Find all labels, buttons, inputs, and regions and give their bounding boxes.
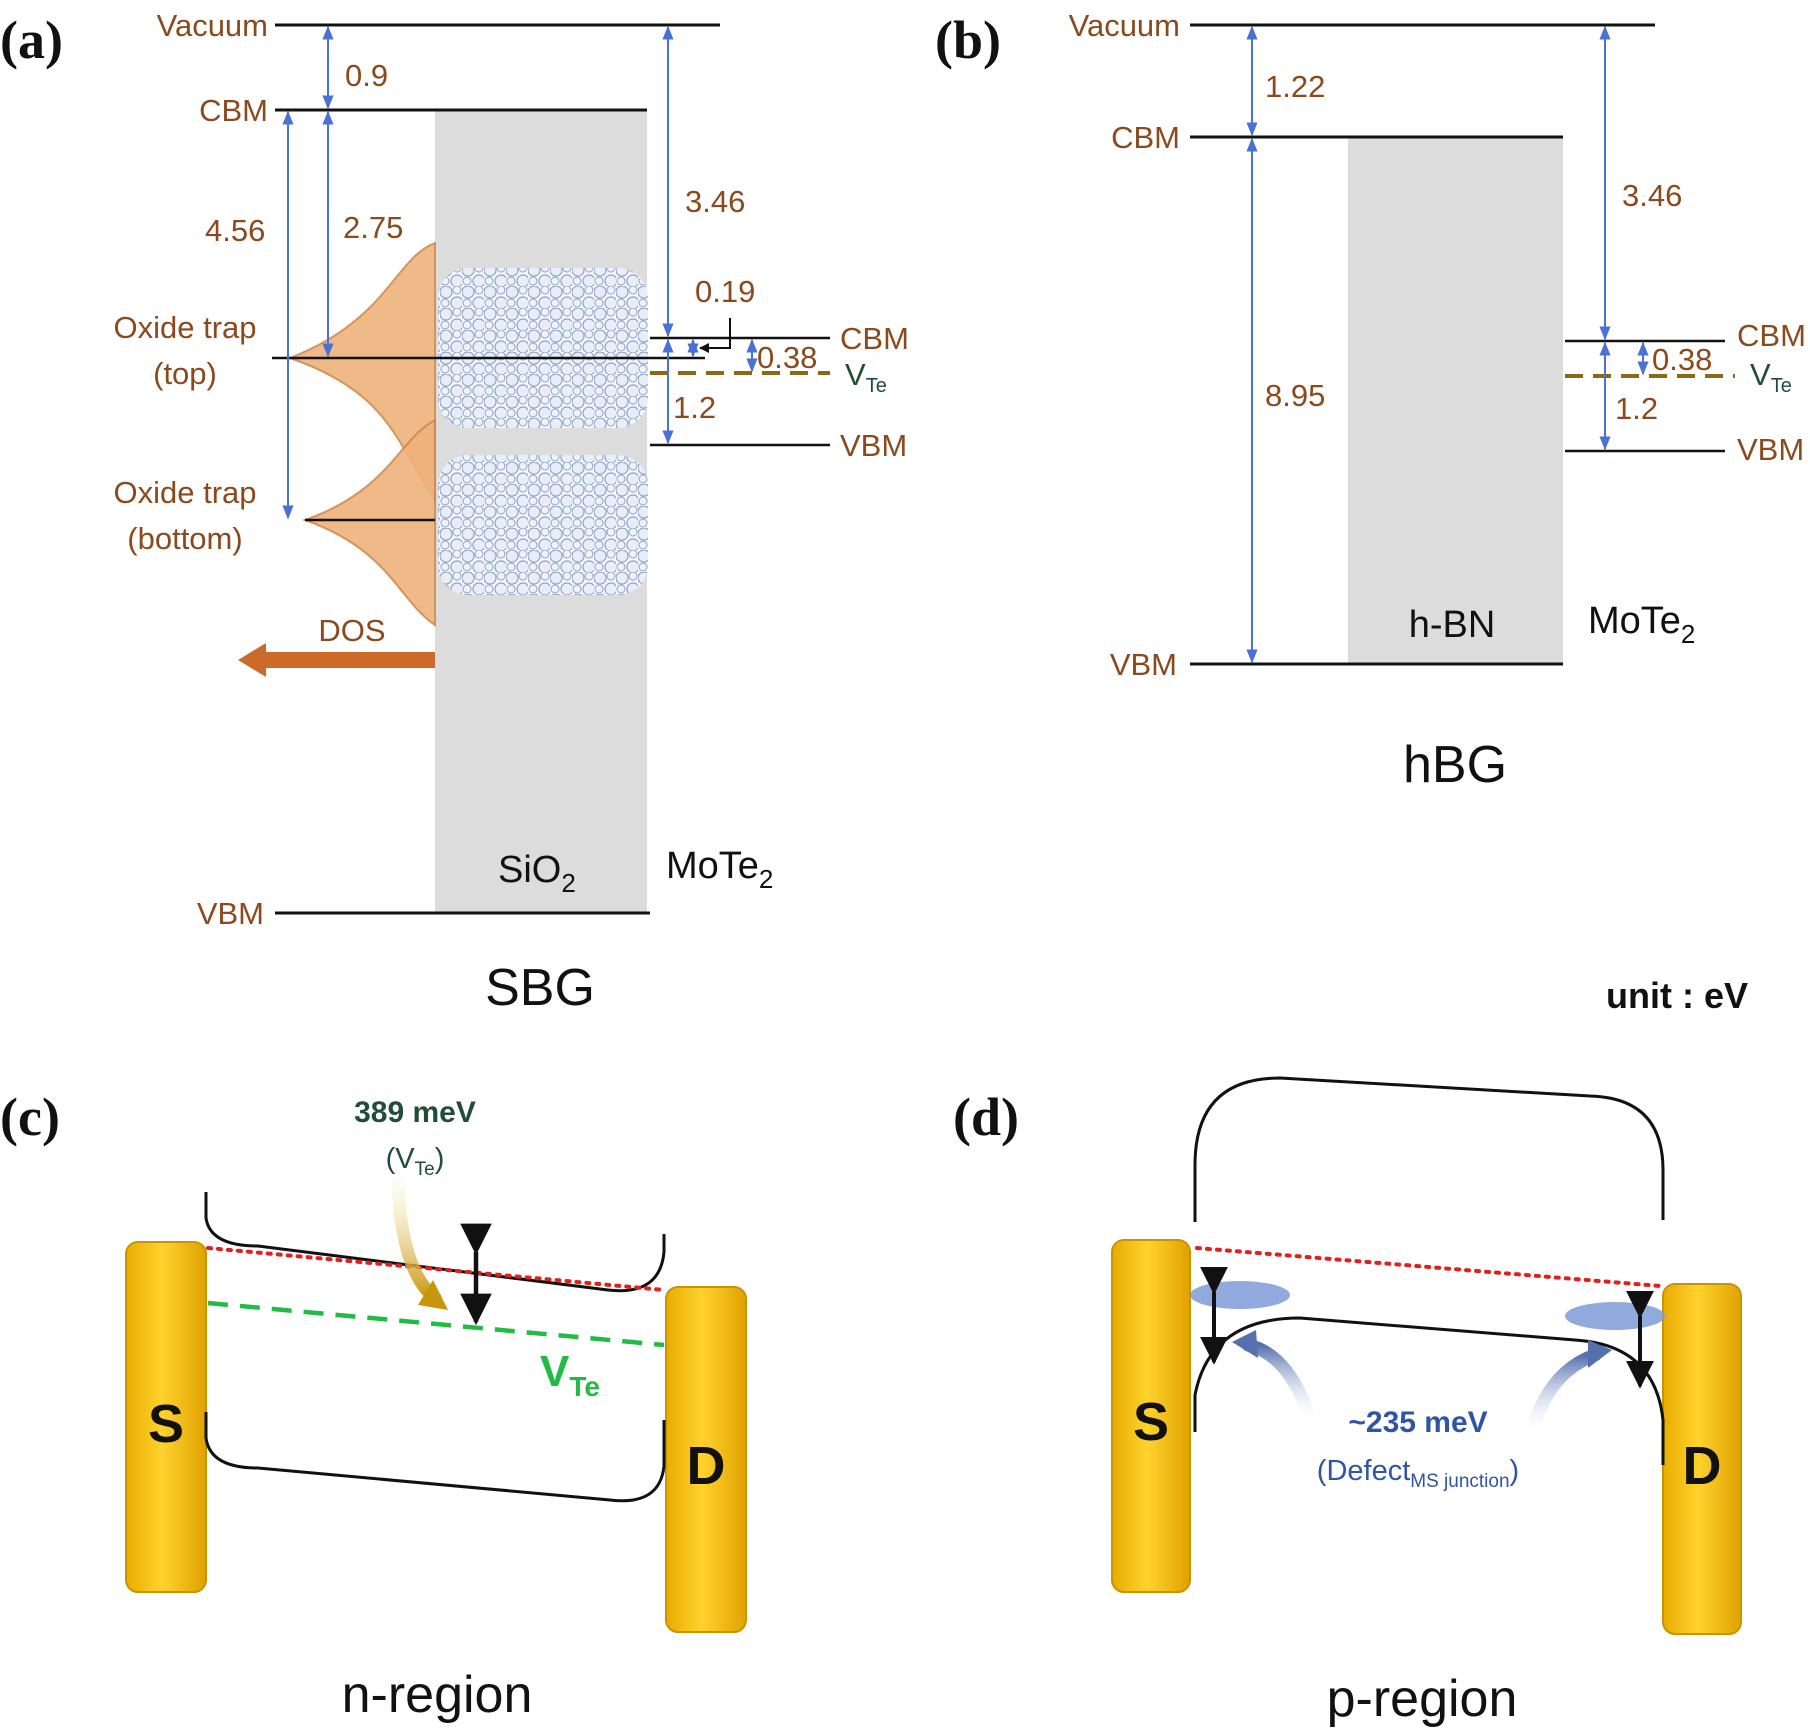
curl-arrow-d-right [1525,1348,1602,1439]
defect-state-left [1190,1281,1290,1309]
source-label-d: S [1133,1392,1169,1452]
panel-c: (c) 389 meV (VTe) VTe S D n-region [0,1087,747,1724]
vbm-label-a: VBM [197,896,264,931]
mote2-vbm-label-a: VBM [840,428,907,463]
trap-top-label-2: (top) [153,356,217,391]
hbn-label: h-BN [1409,604,1496,646]
fermi-level-c [206,1246,666,1292]
trap-top-label-1: Oxide trap [113,310,256,345]
value-1.2-b: 1.2 [1615,391,1658,426]
vacuum-label-b: Vacuum [1069,8,1180,43]
sio2-label: SiO2 [498,849,576,898]
energy-235: ~235 meV [1348,1406,1487,1439]
curl-arrow-d-left-head [1232,1330,1258,1358]
caption-n-region: n-region [342,1666,533,1724]
dos-peak-bottom [301,418,436,627]
drain-label-d: D [1683,1436,1722,1496]
trap-bubbles-top [438,268,648,428]
curl-arrow-c-head [418,1280,448,1310]
caption-hbg: hBG [1403,736,1507,794]
caption-sbg: SBG [485,959,595,1017]
source-electrode-d [1111,1239,1191,1593]
vte-label-c: VTe [540,1347,600,1402]
hbn-bar [1348,137,1563,664]
vacuum-label-a: Vacuum [157,8,268,43]
energy-389: 389 meV [354,1096,476,1129]
caption-p-region: p-region [1327,1670,1518,1728]
panel-d: (d) ~235 meV (DefectMS junction) S D p-r… [953,1076,1742,1728]
vte-annotation-c: (VTe) [386,1143,445,1180]
value-3.46: 3.46 [685,184,745,219]
leader-0.19 [699,318,731,353]
curl-arrow-d-right-head [1588,1340,1612,1368]
fermi-level-d [1195,1246,1662,1288]
mote2-cbm-label-a: CBM [840,321,909,356]
panel-d-label: (d) [953,1087,1019,1147]
mote2-vbm-label-b: VBM [1737,432,1804,467]
dos-label: DOS [318,613,385,648]
panel-b-label: (b) [935,10,1001,70]
conduction-band-c [204,1192,666,1293]
value-0.38-b: 0.38 [1652,342,1712,377]
valence-band-d [1193,1316,1665,1465]
value-3.46-b: 3.46 [1622,178,1682,213]
mote2-label-a: MoTe2 [666,845,773,894]
panel-a: (a) Vacuum CBM VBM Oxid [0,8,909,1017]
value-0.19: 0.19 [695,274,755,309]
cbm-label-a: CBM [199,93,268,128]
value-4.56: 4.56 [205,213,265,248]
defect-annotation-d: (DefectMS junction) [1317,1455,1519,1492]
mote2-label-b: MoTe2 [1588,600,1695,649]
vte-label-b: VTe [1750,357,1792,397]
vte-label-a: VTe [845,357,887,397]
vbm-label-b: VBM [1110,647,1177,682]
value-1.22: 1.22 [1265,69,1325,104]
mote2-cbm-label-b: CBM [1737,318,1806,353]
value-1.2-a: 1.2 [673,390,716,425]
trap-bottom-label-1: Oxide trap [113,475,256,510]
panel-c-label: (c) [0,1087,60,1147]
source-label-c: S [148,1394,184,1454]
vte-level-c [207,1300,665,1348]
drain-electrode-c [665,1286,747,1633]
panel-b: (b) Vacuum CBM VBM 1.22 8.95 3.46 0.38 1… [935,8,1806,794]
conduction-band-d [1193,1076,1665,1222]
curl-arrow-c [391,1169,442,1305]
value-0.38-a: 0.38 [757,340,817,375]
trap-bubbles-bottom [438,455,648,595]
unit-label: unit : eV [1606,975,1748,1016]
value-0.9: 0.9 [345,58,388,93]
value-2.75: 2.75 [343,210,403,245]
valence-band-c [204,1412,666,1503]
dos-arrow-head [238,643,266,677]
drain-label-c: D [687,1436,726,1496]
cbm-label-b: CBM [1111,120,1180,155]
trap-bottom-label-2: (bottom) [127,521,242,556]
value-8.95: 8.95 [1265,378,1325,413]
panel-a-label: (a) [0,10,63,70]
defect-state-right [1565,1302,1665,1330]
